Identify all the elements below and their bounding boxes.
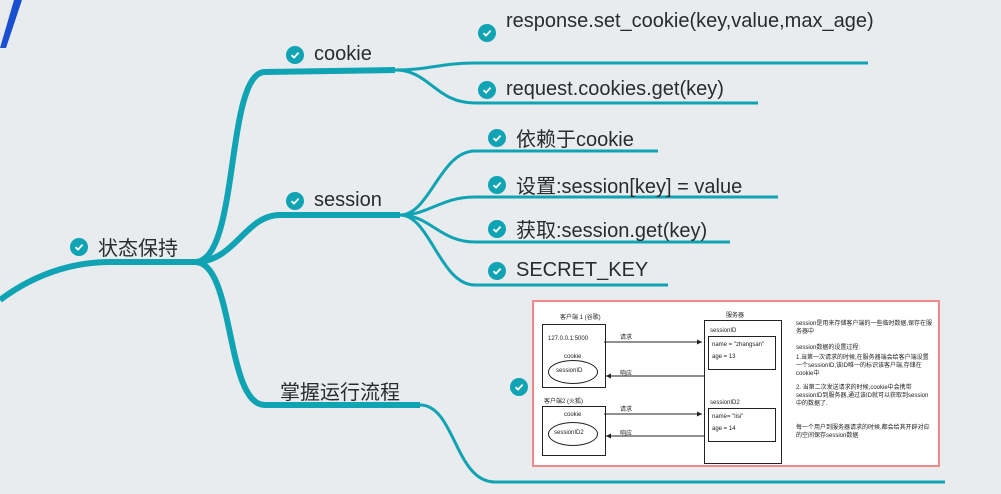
note-1: session是用来存储客户端的一些临时数据,保存在服务器中 bbox=[796, 321, 933, 335]
check-icon bbox=[478, 80, 496, 99]
root-label: 状态保持 bbox=[98, 238, 178, 260]
root-to-cookie-line bbox=[194, 67, 396, 265]
session-child4-line bbox=[399, 213, 668, 287]
root-to-flow-line bbox=[194, 259, 420, 408]
cookie-node[interactable]: cookie bbox=[286, 43, 372, 66]
arrow-request-2: 请求 bbox=[620, 407, 633, 413]
client2-box bbox=[542, 406, 606, 456]
check-icon bbox=[488, 261, 506, 280]
client2-cookie: cookie bbox=[564, 412, 582, 418]
check-icon bbox=[70, 237, 88, 256]
server-title: 服务器 bbox=[726, 313, 745, 319]
note-3: 1.当第一次请求的时候,在服务器端会给客户端设置一个sessionID,该ID唯… bbox=[796, 355, 929, 377]
flow-child-line bbox=[419, 403, 945, 484]
arrow-response-1: 响应 bbox=[620, 371, 633, 377]
server-s1-title: sessionID bbox=[710, 328, 737, 334]
session-child-get[interactable]: 获取:session.get(key) bbox=[488, 214, 707, 243]
check-icon bbox=[510, 378, 528, 396]
check-icon bbox=[286, 191, 304, 210]
check-icon bbox=[488, 219, 506, 238]
flow-image-check[interactable] bbox=[510, 378, 528, 396]
client2-sessionid: sessionID2 bbox=[554, 430, 584, 436]
depends-label: 依赖于cookie bbox=[516, 129, 634, 151]
flow-label: 掌握运行流程 bbox=[280, 382, 400, 404]
server-s2-box bbox=[708, 408, 776, 442]
root-incoming-line bbox=[0, 259, 195, 303]
check-icon bbox=[488, 128, 506, 147]
arrow-request-1: 请求 bbox=[620, 335, 633, 341]
server-box bbox=[704, 320, 782, 464]
cookie-label: cookie bbox=[314, 43, 372, 65]
session-child-set[interactable]: 设置:session[key] = value bbox=[488, 170, 742, 199]
client1-addr: 127.0.0.1:5000 bbox=[548, 336, 589, 342]
note-2: session数据的设置过程: bbox=[796, 345, 861, 351]
accent-bar bbox=[0, 0, 22, 48]
client1-oval bbox=[548, 360, 598, 384]
client1-sessionid: sessionID bbox=[556, 368, 583, 374]
server-s1-age: age = 13 bbox=[712, 354, 736, 360]
root-node[interactable]: 状态保持 bbox=[70, 232, 178, 261]
client1-cookie: cookie bbox=[564, 354, 582, 360]
get-cookie-label: request.cookies.get(key) bbox=[506, 78, 724, 100]
server-s2-title: sessionID2 bbox=[710, 400, 740, 406]
set-session-label: 设置:session[key] = value bbox=[516, 176, 743, 198]
secret-key-label: SECRET_KEY bbox=[516, 259, 649, 281]
thumb-arrows bbox=[604, 339, 704, 439]
set-cookie-label: response.set_cookie(key,value,max_age) bbox=[506, 10, 874, 32]
cookie-child-get-cookie[interactable]: request.cookies.get(key) bbox=[478, 78, 724, 101]
client1-title: 客户端 1 (谷歌) bbox=[560, 315, 601, 321]
session-label: session bbox=[314, 189, 382, 211]
cookie-child1-line bbox=[394, 61, 868, 72]
client2-title: 客户端2 (火狐) bbox=[544, 399, 584, 405]
check-icon bbox=[286, 45, 304, 64]
session-child-depends[interactable]: 依赖于cookie bbox=[488, 123, 634, 152]
session-child-secret[interactable]: SECRET_KEY bbox=[488, 259, 648, 282]
server-s2-name: name= "lisi" bbox=[712, 414, 744, 420]
get-session-label: 获取:session.get(key) bbox=[516, 220, 708, 242]
flow-node[interactable]: 掌握运行流程 bbox=[280, 376, 400, 405]
client2-oval bbox=[548, 422, 598, 446]
root-to-session-line bbox=[194, 212, 400, 265]
cookie-child2-line bbox=[394, 68, 758, 105]
session-child1-line bbox=[399, 149, 658, 217]
arrow-response-2: 响应 bbox=[620, 431, 633, 437]
server-s2-age: age = 14 bbox=[712, 426, 736, 432]
server-s1-box bbox=[708, 336, 776, 370]
session-flow-image[interactable]: 客户端 1 (谷歌) 127.0.0.1:5000 cookie session… bbox=[532, 300, 940, 467]
session-node[interactable]: session bbox=[286, 189, 382, 212]
client1-box bbox=[542, 324, 606, 388]
session-child2-line bbox=[399, 195, 778, 217]
note-5: 每一个用户到服务器请求的时候,都会给其开辟对应的空间保存session数据 bbox=[796, 425, 930, 439]
check-icon bbox=[488, 175, 506, 194]
cookie-child-set-cookie[interactable]: response.set_cookie(key,value,max_age) bbox=[478, 9, 874, 42]
check-icon bbox=[478, 24, 496, 42]
server-s1-name: name = "zhangsan" bbox=[712, 342, 765, 348]
note-4: 2. 当第二次发送请求的时候,cookie中会携带sessionID到服务器,通… bbox=[796, 385, 929, 407]
